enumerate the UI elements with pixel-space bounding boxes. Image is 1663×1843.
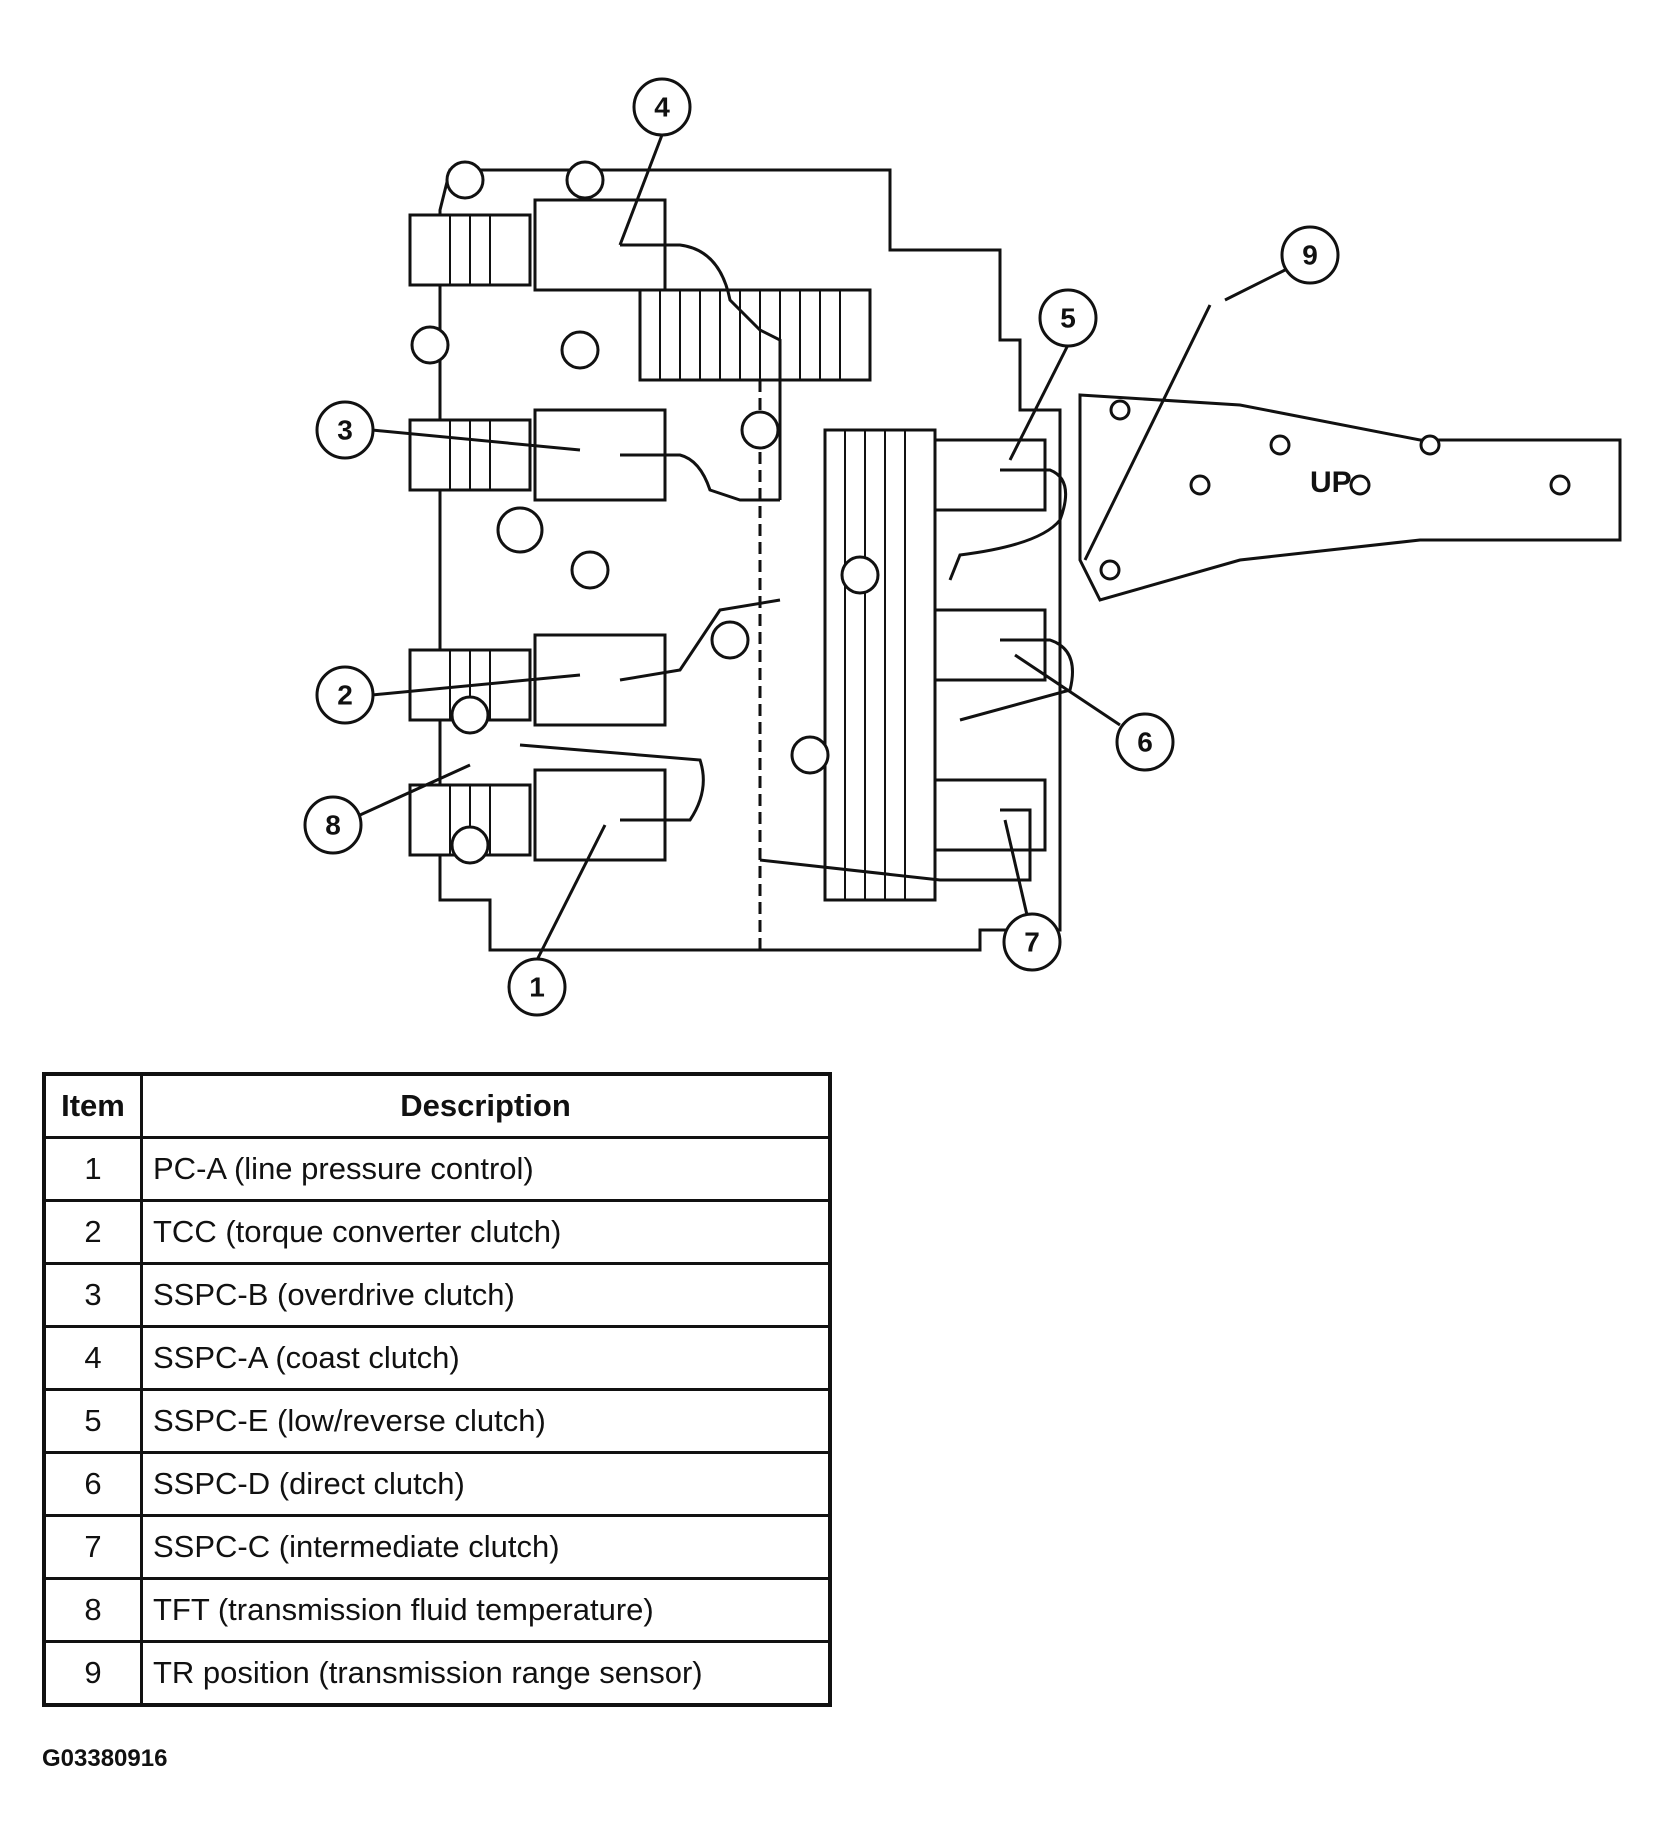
leader-lines bbox=[359, 134, 1286, 961]
item-description: TR position (transmission range sensor) bbox=[140, 1640, 832, 1707]
item-description: SSPC-A (coast clutch) bbox=[140, 1325, 832, 1391]
solenoid-stack-right bbox=[933, 438, 1047, 852]
item-number: 6 bbox=[42, 1451, 143, 1517]
item-number: 1 bbox=[42, 1136, 143, 1202]
callout-6: 6 bbox=[1115, 712, 1175, 772]
svg-text:5: 5 bbox=[1060, 303, 1076, 334]
figure-code: G03380916 bbox=[42, 1745, 168, 1772]
svg-text:7: 7 bbox=[1024, 927, 1040, 958]
valve-body-diagram: UP 4 3 2 8 1 5 6 bbox=[303, 77, 1622, 1017]
header-item: Item bbox=[42, 1072, 143, 1139]
item-description: TCC (torque converter clutch) bbox=[140, 1199, 832, 1265]
item-description: SSPC-C (intermediate clutch) bbox=[140, 1514, 832, 1580]
svg-text:2: 2 bbox=[337, 680, 353, 711]
item-description: TFT (transmission fluid temperature) bbox=[140, 1577, 832, 1643]
svg-text:4: 4 bbox=[654, 92, 670, 123]
callout-3: 3 bbox=[315, 400, 375, 460]
svg-text:9: 9 bbox=[1302, 240, 1318, 271]
header-description: Description bbox=[140, 1072, 832, 1139]
svg-text:8: 8 bbox=[325, 810, 341, 841]
callout-1: 1 bbox=[507, 957, 567, 1017]
ribbed-block bbox=[638, 288, 937, 902]
item-number: 8 bbox=[42, 1577, 143, 1643]
callout-5: 5 bbox=[1038, 288, 1098, 348]
tr-sensor-plate: UP bbox=[1078, 304, 1622, 602]
item-number: 5 bbox=[42, 1388, 143, 1454]
svg-text:6: 6 bbox=[1137, 727, 1153, 758]
callout-2: 2 bbox=[315, 665, 375, 725]
bolts bbox=[410, 160, 880, 865]
item-number: 9 bbox=[42, 1640, 143, 1707]
item-description: SSPC-B (overdrive clutch) bbox=[140, 1262, 832, 1328]
item-number: 3 bbox=[42, 1262, 143, 1328]
wiring-harness bbox=[519, 243, 1074, 950]
solenoid-stack-left bbox=[408, 213, 532, 857]
callout-4: 4 bbox=[632, 77, 692, 137]
callout-9: 9 bbox=[1280, 225, 1340, 285]
item-description: SSPC-E (low/reverse clutch) bbox=[140, 1388, 832, 1454]
svg-text:3: 3 bbox=[337, 415, 353, 446]
item-description: SSPC-D (direct clutch) bbox=[140, 1451, 832, 1517]
up-marking: UP bbox=[1310, 466, 1352, 499]
item-number: 4 bbox=[42, 1325, 143, 1391]
callout-7: 7 bbox=[1002, 912, 1062, 972]
svg-text:1: 1 bbox=[529, 972, 545, 1003]
item-description: PC-A (line pressure control) bbox=[140, 1136, 832, 1202]
callout-8: 8 bbox=[303, 795, 363, 855]
item-number: 2 bbox=[42, 1199, 143, 1265]
item-number: 7 bbox=[42, 1514, 143, 1580]
table-header-row: Item Description bbox=[42, 1072, 832, 1139]
valve-body bbox=[408, 160, 1074, 952]
